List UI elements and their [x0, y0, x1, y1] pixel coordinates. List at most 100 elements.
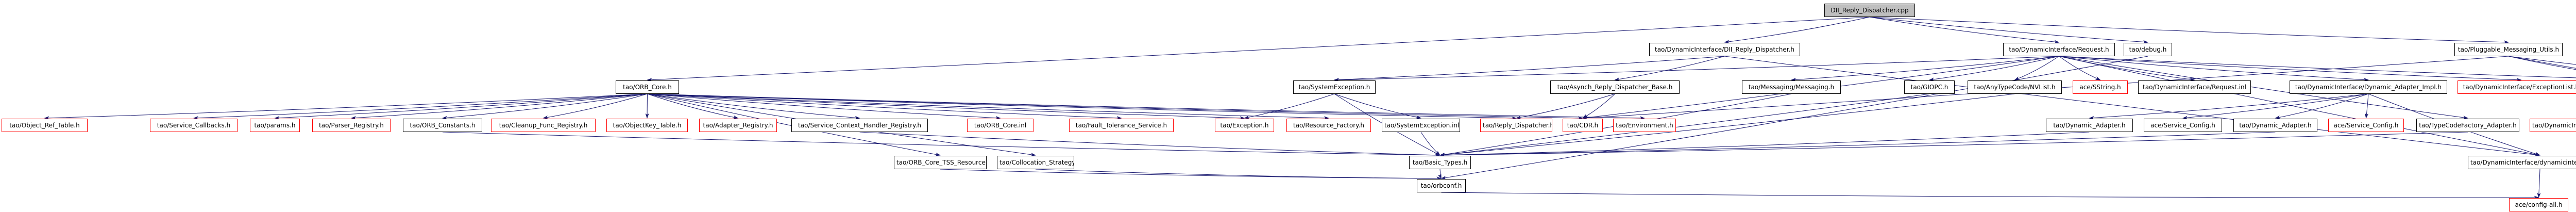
- include-edge-tao-orb-core-h-to-tao-cleanup-func-registry-h: [543, 93, 648, 119]
- include-edge-tao-orb-core-h-to-tao-params-h: [274, 93, 648, 120]
- include-edge-tao-orb-core-h-to-tao-environment-h: [647, 93, 1645, 120]
- header-node-tao-asynch-reply-dispatcher-base-h[interactable]: tao/Asynch_Reply_Dispatcher_Base.h: [1550, 80, 1680, 94]
- header-node-tao-fault-tolerance-service-h[interactable]: tao/Fault_Tolerance_Service.h: [1069, 119, 1174, 132]
- header-node-tao-cleanup-func-registry-h[interactable]: tao/Cleanup_Func_Registry.h: [491, 119, 596, 132]
- include-edge-dii-reply-dispatcher-cpp-to-tao-pluggable-messaging-utils-h: [1869, 17, 2509, 44]
- include-edge-tao-orb-core-h-to-tao-orb-constants-h: [442, 93, 648, 120]
- include-edge-tao-collocation-strategy-h-to-tao-orbconf-h: [1035, 169, 1442, 181]
- include-edge-tao-dynamicinterface-request-h-to-tao-systemexception-h: [1334, 56, 2059, 82]
- include-edge-tao-orb-core-h-to-tao-exception-h: [647, 93, 1245, 120]
- header-node-tao-systemexception-h[interactable]: tao/SystemException.h: [1293, 80, 1376, 94]
- header-node-tao-service-context-handler-registry-h[interactable]: tao/Service_Context_Handler_Registry.h: [791, 119, 928, 132]
- include-edge-tao-orb-core-tss-resources-h-to-tao-orbconf-h: [940, 169, 1442, 181]
- include-edge-tao-dynamicinterface-dynamicinterface-export-h-to-ace-config-all-h: [2537, 169, 2541, 198]
- include-edge-tao-dynamicinterface-dynamic-adapter-impl-h-to-ace-service-config-h: [2182, 93, 2369, 120]
- header-node-tao-cdr-h[interactable]: tao/CDR.h: [1563, 119, 1603, 132]
- header-node-tao-debug-h[interactable]: tao/debug.h: [2124, 43, 2172, 56]
- header-node-tao-resource-factory-h[interactable]: tao/Resource_Factory.h: [1286, 119, 1371, 132]
- include-edge-dii-reply-dispatcher-cpp-to-tao-dynamicinterface-dii-reply-dispatcher-h: [1724, 17, 1870, 44]
- header-node-tao-parser-registry-h[interactable]: tao/Parser_Registry.h: [312, 119, 391, 132]
- header-node-tao-dynamicinterface-dii-corba-methods-h[interactable]: tao/DynamicInterface/DII_CORBA_methods.h: [2530, 119, 2576, 132]
- header-node-ace-config-all-h[interactable]: ace/config-all.h: [2509, 198, 2568, 211]
- include-edge-tao-orb-core-h-to-tao-objectkey-table-h: [645, 93, 649, 119]
- include-edge-tao-orb-core-h-to-tao-adapter-registry-h: [647, 93, 739, 119]
- include-edge-tao-dynamicinterface-request-h-to-tao-messaging-messaging-h: [1791, 56, 2059, 81]
- header-node-tao-messaging-messaging-h[interactable]: tao/Messaging/Messaging.h: [1742, 80, 1841, 94]
- header-node-tao-exception-h[interactable]: tao/Exception.h: [1215, 119, 1274, 132]
- include-edge-tao-pluggable-messaging-utils-h-to-ace-min-max-h: [2508, 56, 2576, 69]
- header-node-ace-sstring-h[interactable]: ace/SString.h: [2073, 80, 2128, 94]
- include-edge-tao-dynamicinterface-request-h-to-tao-dynamicinterface-dynamic-adapter-impl-h: [2059, 56, 2369, 81]
- include-edge-tao-orb-core-h-to-tao-resource-factory-h: [647, 93, 1329, 120]
- header-node-tao-dynamic-adapter-h[interactable]: tao/Dynamic_Adapter.h: [2046, 119, 2133, 132]
- include-edge-tao-service-context-handler-registry-h-to-tao-basic-types-h: [859, 132, 1440, 157]
- include-edge-tao-asynch-reply-dispatcher-base-h-to-tao-cdr-h: [1582, 93, 1615, 119]
- include-edge-tao-systemexception-inl-to-tao-basic-types-h: [1420, 132, 1440, 156]
- include-edge-tao-orb-core-h-to-tao-object-ref-table-h: [44, 93, 648, 120]
- header-node-tao-dynamicinterface-dii-reply-dispatcher-h[interactable]: tao/DynamicInterface/DII_Reply_Dispatche…: [1649, 43, 1800, 56]
- include-edge-tao-dynamicinterface-dii-reply-dispatcher-h-to-tao-dynamicinterface-dynamicinterface-export-h: [1724, 56, 2540, 157]
- header-node-tao-giopc-h[interactable]: tao/GIOPC.h: [1904, 80, 1955, 94]
- include-edge-tao-dynamic-adapter-h-to-tao-basic-types-h: [1439, 132, 2090, 157]
- include-edge-tao-anytypecode-nvlist-h-to-tao-basic-types-h: [1439, 93, 2015, 157]
- header-node-tao-orb-constants-h[interactable]: tao/ORB_Constants.h: [403, 119, 482, 132]
- include-edge-tao-dynamic-adapter-h-to-tao-basic-types-h: [1439, 132, 2276, 157]
- include-edge-tao-dynamicinterface-dii-reply-dispatcher-h-to-tao-asynch-reply-dispatcher-base-h: [1614, 56, 1725, 81]
- include-edge-tao-dynamicinterface-dynamic-adapter-impl-h-to-tao-dynamic-adapter-h: [2275, 93, 2369, 119]
- include-edge-tao-dynamicinterface-request-h-to-ace-sstring-h: [2059, 56, 2101, 80]
- include-edge-tao-dynamicinterface-dii-reply-dispatcher-h-to-tao-systemexception-h: [1334, 56, 1725, 82]
- include-edge-tao-orbconf-h-to-ace-config-all-h: [1441, 192, 2539, 200]
- header-node-tao-dynamicinterface-dynamicinterface-export-h[interactable]: tao/DynamicInterface/dynamicinterface_ex…: [2468, 156, 2576, 169]
- include-edge-tao-pluggable-messaging-utils-h-to-tao-pluggable-messaging-utils-inl: [2508, 56, 2576, 65]
- header-node-ace-service-config-h[interactable]: ace/Service_Config.h: [2144, 119, 2222, 132]
- include-edge-tao-dynamicinterface-request-h-to-tao-orb-h: [2059, 56, 2576, 78]
- include-edge-tao-asynch-reply-dispatcher-base-h-to-tao-reply-dispatcher-h: [1516, 93, 1615, 119]
- header-node-tao-systemexception-inl[interactable]: tao/SystemException.inl: [1382, 119, 1460, 132]
- header-node-tao-orbconf-h[interactable]: tao/orbconf.h: [1417, 179, 1466, 192]
- include-edge-tao-orb-core-h-to-tao-parser-registry-h: [351, 93, 648, 120]
- header-node-tao-typecodefactory-adapter-h[interactable]: tao/TypeCodeFactory_Adapter.h: [2416, 119, 2519, 132]
- include-edge-tao-orb-core-h-to-tao-fault-tolerance-service-h: [647, 93, 1122, 120]
- include-edge-tao-dynamicinterface-request-h-to-tao-anytypecode-nvlist-h: [2014, 56, 2059, 80]
- header-node-tao-orb-core-inl[interactable]: tao/ORB_Core.inl: [967, 119, 1033, 132]
- include-edge-tao-orb-core-h-to-tao-service-context-handler-registry-h: [647, 93, 860, 120]
- header-node-tao-adapter-registry-h[interactable]: tao/Adapter_Registry.h: [699, 119, 777, 132]
- include-edge-tao-systemexception-h-to-tao-systemexception-inl: [1334, 93, 1421, 119]
- include-edge-tao-dynamicinterface-request-h-to-tao-giopc-h: [1929, 56, 2059, 81]
- header-node-tao-dynamic-adapter-h[interactable]: tao/Dynamic_Adapter.h: [2233, 119, 2317, 132]
- include-edge-tao-orb-core-h-to-tao-reply-dispatcher-h: [647, 93, 1517, 120]
- header-node-tao-pluggable-messaging-utils-h[interactable]: tao/Pluggable_Messaging_Utils.h: [2454, 43, 2563, 56]
- root-node-dii-reply-dispatcher-cpp: DII_Reply_Dispatcher.cpp: [1824, 4, 1915, 17]
- include-edge-dii-reply-dispatcher-cpp-to-tao-dynamicinterface-request-h: [1869, 17, 2060, 44]
- header-node-ace-service-config-h[interactable]: ace/Service_Config.h: [2328, 119, 2404, 132]
- header-node-tao-dynamicinterface-request-h[interactable]: tao/DynamicInterface/Request.h: [2003, 43, 2115, 56]
- header-node-tao-orb-core-tss-resources-h[interactable]: tao/ORB_Core_TSS_Resources.h: [894, 156, 987, 169]
- include-edge-tao-basic-types-h-to-tao-orbconf-h: [1437, 169, 1442, 179]
- header-node-tao-dynamicinterface-exceptionlist-h[interactable]: tao/DynamicInterface/ExceptionList.h: [2458, 80, 2576, 94]
- include-edge-dii-reply-dispatcher-cpp-to-tao-orb-core-h: [647, 17, 1870, 82]
- header-node-tao-dynamicinterface-request-inl[interactable]: tao/DynamicInterface/Request.inl: [2138, 80, 2251, 94]
- include-edge-tao-dynamicinterface-request-h-to-tao-dynamicinterface-dynamicinterface-export-h: [2059, 56, 2540, 156]
- header-node-tao-anytypecode-nvlist-h[interactable]: tao/AnyTypeCode/NVList.h: [1968, 80, 2062, 94]
- include-edge-tao-orb-constants-h-to-tao-basic-types-h: [442, 132, 1440, 157]
- header-node-tao-dynamicinterface-dynamic-adapter-impl-h[interactable]: tao/DynamicInterface/Dynamic_Adapter_Imp…: [2290, 80, 2447, 94]
- header-node-tao-reply-dispatcher-h[interactable]: tao/Reply_Dispatcher.h: [1480, 119, 1552, 132]
- include-edge-tao-dynamicinterface-request-h-to-tao-typecodefactory-adapter-h: [2059, 56, 2468, 120]
- header-node-tao-orb-core-h[interactable]: tao/ORB_Core.h: [616, 80, 679, 94]
- header-node-tao-object-ref-table-h[interactable]: tao/Object_Ref_Table.h: [2, 119, 88, 132]
- include-edge-tao-orb-core-h-to-tao-orb-core-inl: [647, 93, 1001, 120]
- include-edge-tao-typecodefactory-adapter-h-to-tao-basic-types-h: [1439, 132, 2468, 157]
- include-edge-tao-systemexception-h-to-tao-exception-h: [1244, 93, 1335, 119]
- header-node-tao-objectkey-table-h[interactable]: tao/ObjectKey_Table.h: [606, 119, 688, 132]
- header-node-tao-service-callbacks-h[interactable]: tao/Service_Callbacks.h: [150, 119, 238, 132]
- header-node-tao-environment-h[interactable]: tao/Environment.h: [1613, 119, 1676, 132]
- include-edge-tao-orb-core-h-to-tao-service-callbacks-h: [193, 93, 648, 120]
- header-node-tao-params-h[interactable]: tao/params.h: [250, 119, 300, 132]
- header-node-tao-collocation-strategy-h[interactable]: tao/Collocation_Strategy.h: [997, 156, 1074, 169]
- header-node-tao-basic-types-h[interactable]: tao/Basic_Types.h: [1409, 156, 1471, 169]
- include-edge-tao-dynamicinterface-dynamic-adapter-impl-h-to-tao-dynamic-adapter-h: [2089, 93, 2369, 120]
- include-edge-tao-pluggable-messaging-utils-h-to-tao-orb-h: [2508, 56, 2576, 70]
- include-edge-tao-giopc-h-to-tao-basic-types-h: [1439, 93, 1930, 157]
